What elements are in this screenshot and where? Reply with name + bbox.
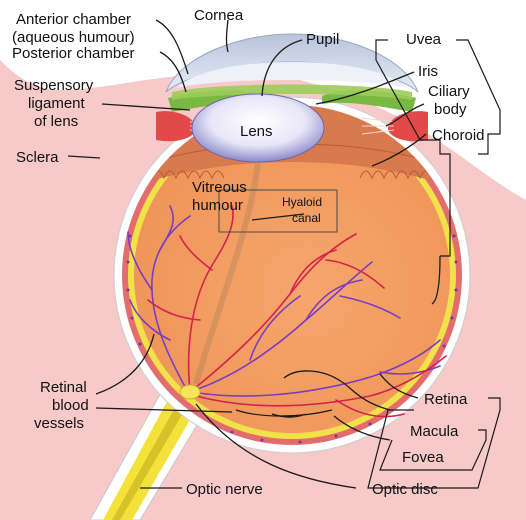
optic-disc	[179, 384, 201, 400]
label-ciliary-1: Ciliary	[428, 83, 470, 100]
leader-lines	[67, 19, 441, 489]
label-vitreous-2: humour	[192, 197, 243, 214]
label-retina: Retina	[424, 391, 468, 408]
macula-bracket	[379, 429, 487, 471]
label-pupil: Pupil	[306, 31, 339, 48]
label-retinal-1: Retinal	[40, 379, 87, 396]
background-region	[0, 0, 526, 200]
vitreous-body	[134, 117, 450, 433]
label-retinal-2: blood	[52, 397, 89, 414]
label-optic-disc: Optic disc	[372, 481, 438, 498]
label-hyaloid-2: canal	[292, 211, 321, 225]
lens	[191, 93, 325, 163]
uvea-bracket-right	[456, 39, 501, 155]
vitreous-label-box	[218, 189, 338, 233]
label-hyaloid-1: Hyaloid	[282, 195, 322, 209]
label-vitreous-1: Vitreous	[192, 179, 247, 196]
label-posterior-chamber: Posterior chamber	[12, 45, 135, 62]
label-sclera: Sclera	[16, 149, 59, 166]
label-uvea: Uvea	[406, 31, 442, 48]
label-optic-nerve: Optic nerve	[186, 481, 263, 498]
label-retinal-3: vessels	[34, 415, 84, 432]
label-cornea: Cornea	[194, 7, 244, 24]
label-suspensory-3: of lens	[34, 113, 78, 130]
label-iris: Iris	[418, 63, 438, 80]
retinal-blood-vessels	[127, 205, 447, 418]
ciliary-body-left	[156, 111, 196, 142]
label-fovea: Fovea	[402, 449, 444, 466]
label-lens: Lens	[240, 123, 273, 140]
anterior-chamber	[176, 62, 408, 88]
label-suspensory-1: Suspensory	[14, 77, 94, 94]
label-macula: Macula	[410, 423, 459, 440]
label-ciliary-2: body	[434, 101, 467, 118]
iris-green-band	[172, 84, 412, 100]
fovea-marker	[271, 413, 307, 418]
label-anterior-chamber-1: Anterior chamber	[16, 11, 131, 28]
choroid-dots	[126, 234, 458, 444]
labels: Anterior chamber (aqueous humour) Cornea…	[12, 7, 485, 498]
label-anterior-chamber-2: (aqueous humour)	[12, 29, 135, 46]
hyaloid-canal	[193, 161, 261, 385]
uvea-bracket	[375, 39, 451, 257]
label-choroid: Choroid	[432, 127, 485, 144]
label-suspensory-2: ligament	[28, 95, 86, 112]
